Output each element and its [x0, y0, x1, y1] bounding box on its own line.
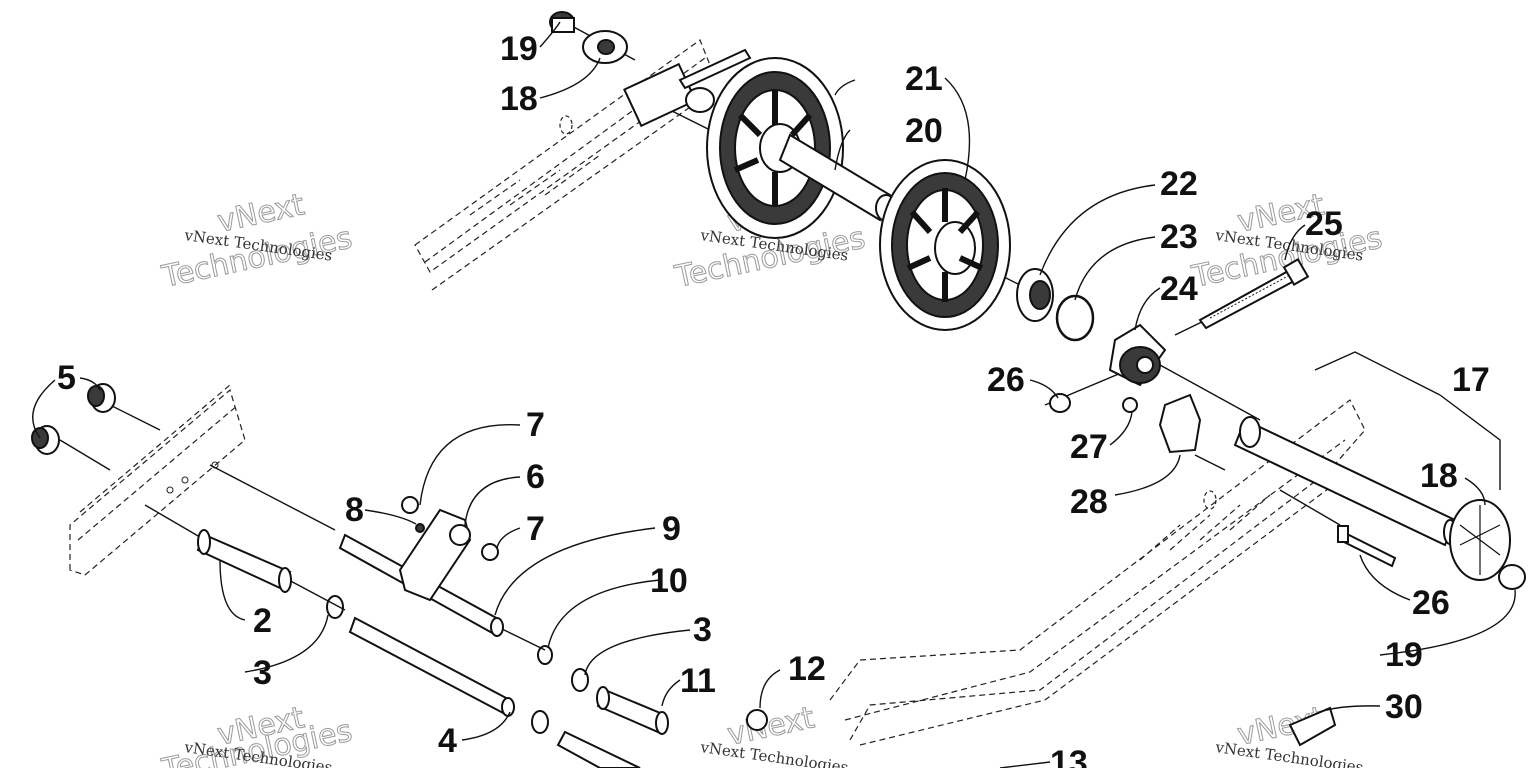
watermark-left-upper: Technologies vNext vNext Technologies: [158, 187, 356, 296]
idler-wheel-rear: [879, 159, 1011, 331]
callout-28: 28: [1070, 483, 1108, 521]
callout-24: 24: [1160, 270, 1198, 308]
nut-12: [746, 709, 768, 731]
long-bolt: [1198, 257, 1310, 330]
callout-5: 5: [57, 359, 76, 397]
watermark-right-lower: vNext vNext Technologies: [1213, 700, 1364, 768]
callout-11: 11: [680, 662, 716, 700]
callout-19-top: 19: [500, 30, 538, 68]
bracket-30: [1288, 706, 1337, 747]
callout-7-top: 7: [526, 406, 545, 444]
callout-19-rear: 19: [1385, 636, 1423, 674]
callout-4: 4: [438, 722, 457, 760]
pivot-arm: [398, 508, 472, 602]
spacer-tube: [196, 529, 292, 593]
bushing-top: [401, 496, 419, 514]
hex-nut: [1049, 393, 1071, 413]
watermark-right-upper: Technologies vNext vNext Technologies: [1188, 187, 1386, 296]
cap-plug-top: [549, 11, 575, 33]
callout-7-right: 7: [526, 510, 545, 548]
callout-20: 20: [905, 112, 943, 150]
rear-hub-disc: [1449, 499, 1511, 581]
callout-labels: 19 18 21 20 22 23 24 25 26 27 28 17 18 2…: [57, 30, 1490, 768]
callout-2: 2: [253, 602, 272, 640]
adjuster-block: [1158, 393, 1202, 454]
callout-18-rear: 18: [1420, 457, 1458, 495]
callout-21: 21: [905, 60, 943, 98]
callout-9: 9: [662, 510, 681, 548]
bearing: [1016, 268, 1054, 322]
snap-ring: [1055, 294, 1095, 342]
leader-lines: [32, 21, 1516, 768]
lower-tube: [556, 730, 641, 768]
watermark-center-lower: vNext vNext Technologies: [698, 700, 849, 768]
long-shaft: [348, 616, 515, 717]
small-nut: [1122, 397, 1138, 413]
wheel-hub: [1108, 323, 1167, 387]
cap-plug-left-b: [31, 425, 60, 455]
washer-top: [582, 30, 628, 64]
callout-18-top: 18: [500, 80, 538, 118]
callout-8: 8: [345, 491, 364, 529]
callout-22: 22: [1160, 165, 1198, 203]
callout-30: 30: [1385, 688, 1423, 726]
ring-10: [537, 645, 553, 665]
callout-23: 23: [1160, 218, 1198, 256]
callout-10: 10: [650, 562, 688, 600]
callout-27: 27: [1070, 428, 1108, 466]
ring-lower: [531, 710, 549, 734]
callout-29: 26: [1412, 584, 1450, 622]
grease-fitting: [415, 523, 425, 533]
watermark-left-lower: Technologies vNext vNext Technologies: [158, 700, 356, 768]
callout-3-left: 3: [253, 654, 272, 692]
ring-left: [326, 595, 344, 619]
tube-11: [596, 686, 669, 735]
callout-26: 26: [987, 361, 1025, 399]
tensioner-block: [623, 48, 752, 128]
cap-plug-left-a: [87, 383, 116, 413]
callout-12: 12: [788, 650, 826, 688]
callout-6: 6: [526, 458, 545, 496]
callout-17: 17: [1452, 361, 1490, 399]
callout-13: 13: [1050, 744, 1088, 768]
bushing-right: [481, 543, 499, 561]
idler-wheel-front: [706, 57, 844, 239]
ring-center: [571, 668, 589, 692]
callout-3-center: 3: [693, 611, 712, 649]
cap-plug-rear: [1498, 564, 1526, 590]
hex-bolt: [1337, 525, 1397, 568]
lower-right-rail: [829, 399, 1366, 746]
callout-25: 25: [1305, 205, 1343, 243]
